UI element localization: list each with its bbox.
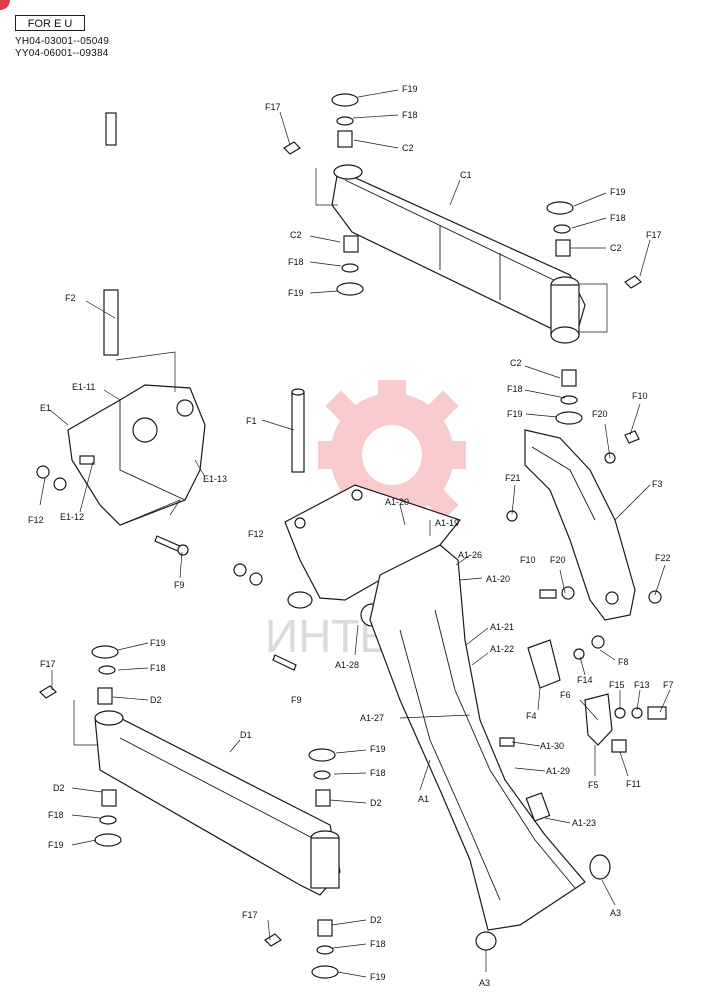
label-d2: D2 [150,695,162,705]
label-e1-12: E1-12 [60,512,84,522]
label-a1-30: A1-30 [540,741,564,751]
label-c2: C2 [290,230,302,240]
label-f2: F2 [65,293,76,303]
label-a1-20: A1-20 [385,497,409,507]
bushing-stack-c1-left [336,235,364,296]
label-f5: F5 [588,780,599,790]
label-a1-20: A1-20 [486,574,510,584]
label-a1-21: A1-21 [490,622,514,632]
label-a1-26: A1-26 [458,550,482,560]
label-a3: A3 [479,978,490,988]
label-f19: F19 [48,840,64,850]
label-a1: A1 [418,794,429,804]
label-a1-23: A1-23 [572,818,596,828]
label-e1-13: E1-13 [203,474,227,484]
label-a3: A3 [610,908,621,918]
label-f19: F19 [150,638,166,648]
part-labels: F19 F18 C2 F17 C1 F19 F18 C2 F17 C2 F18 … [28,84,674,988]
label-a1-19: A1-19 [435,518,459,528]
corner-badge [0,0,10,10]
label-f19: F19 [507,409,523,419]
label-f10: F10 [520,555,536,565]
label-d2: D2 [370,915,382,925]
label-f6: F6 [560,690,571,700]
label-f12: F12 [248,529,264,539]
bushing-stack-d1 [91,645,339,979]
label-f18: F18 [48,810,64,820]
label-f19: F19 [370,744,386,754]
label-f19: F19 [370,972,386,982]
label-f19: F19 [402,84,418,94]
label-f15: F15 [609,680,625,690]
label-f19: F19 [610,187,626,197]
serial-range-2: YY04-06001--09384 [15,48,109,59]
label-f17: F17 [646,230,662,240]
market-tag: FOR E U [15,15,85,31]
label-d2: D2 [53,783,65,793]
label-f17: F17 [242,910,258,920]
label-f18: F18 [370,939,386,949]
label-f22: F22 [655,553,671,563]
bushing-stack-c1-right [546,201,642,425]
label-f18: F18 [370,768,386,778]
label-c2: C2 [510,358,522,368]
label-f17: F17 [40,659,56,669]
label-c2: C2 [402,143,414,153]
label-f7: F7 [663,680,674,690]
label-f19: F19 [288,288,304,298]
label-f1: F1 [246,416,257,426]
label-f20: F20 [550,555,566,565]
label-f10: F10 [632,391,648,401]
label-f3: F3 [652,479,663,489]
label-d1: D1 [240,730,252,740]
label-f18: F18 [402,110,418,120]
boom-bracket [233,484,462,671]
arm-plate-f3 [506,429,662,621]
boom-a1 [369,544,611,951]
label-f9: F9 [291,695,302,705]
label-f20: F20 [592,409,608,419]
bushing-stack-c1-top [283,93,359,155]
label-f18: F18 [150,663,166,673]
bracket-f4 [527,639,561,689]
label-f14: F14 [577,675,593,685]
label-f4: F4 [526,711,537,721]
label-f12: F12 [28,515,44,525]
label-f9: F9 [174,580,185,590]
label-f8: F8 [618,657,629,667]
label-a1-29: A1-29 [546,766,570,776]
label-f21: F21 [505,473,521,483]
label-c2: C2 [610,243,622,253]
label-e1-11: E1-11 [72,382,95,392]
label-f18: F18 [610,213,626,223]
leader-lines [39,89,671,978]
label-a1-27: A1-27 [360,713,384,723]
label-e1: E1 [40,403,51,413]
label-f17: F17 [265,102,281,112]
bracket-e1-hardware [36,455,189,556]
label-a1-22: A1-22 [490,644,514,654]
label-d2: D2 [370,798,382,808]
label-f11: F11 [626,779,641,789]
label-f13: F13 [634,680,650,690]
pivot-pin-f1 [291,388,305,473]
label-f18: F18 [288,257,304,267]
hose-clamp-f6 [499,635,667,753]
swing-cylinder-c1 [315,164,608,344]
label-f18: F18 [507,384,523,394]
label-a1-28: A1-28 [335,660,359,670]
serial-range-1: YH04-03001--05049 [15,36,110,47]
swing-cylinder-d1 [39,685,341,947]
label-c1: C1 [460,170,472,180]
swing-bracket-e1 [67,112,206,526]
